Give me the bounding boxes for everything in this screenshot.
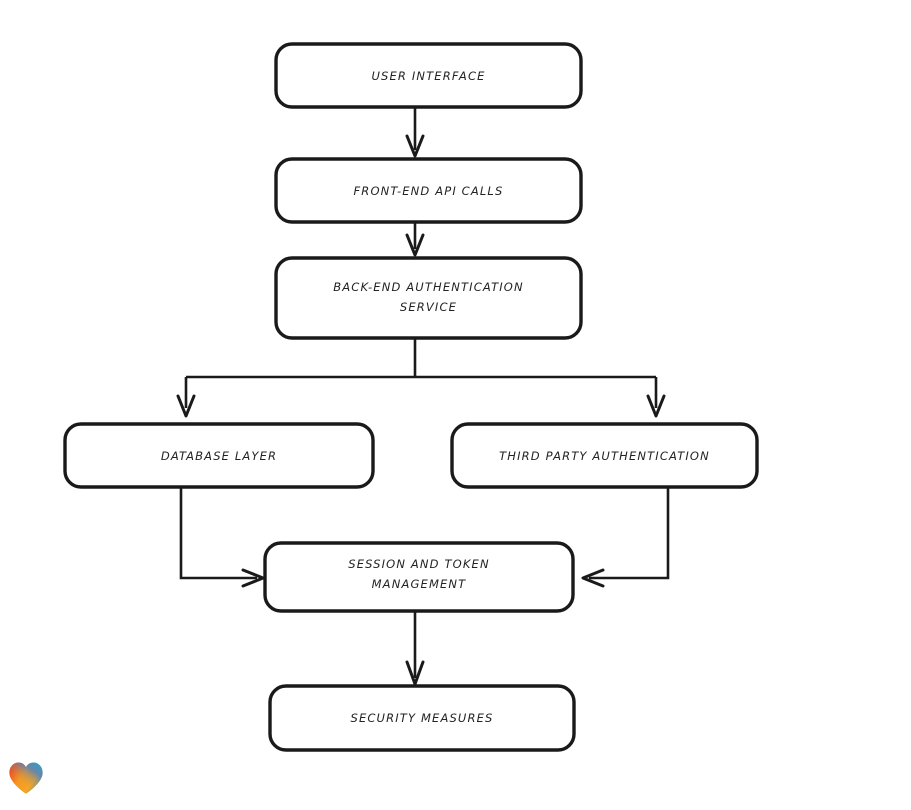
node-user-interface[interactable]: USER INTERFACE — [274, 42, 583, 109]
node-security-measures[interactable]: SECURITY MEASURES — [268, 684, 576, 752]
node-database-layer-label: DATABASE LAYER — [161, 449, 277, 463]
node-third-party-authentication-shape — [450, 422, 759, 489]
edge-backend-to-database — [176, 377, 196, 418]
node-third-party-authentication-label: THIRD PARTY AUTHENTICATION — [499, 449, 710, 463]
edge-ui-to-api — [405, 107, 425, 158]
edge-thirdparty-to-session — [581, 487, 670, 588]
node-front-end-api-calls[interactable]: FRONT-END API CALLS — [274, 157, 583, 224]
node-database-layer-shape — [63, 422, 375, 489]
node-third-party-authentication[interactable]: THIRD PARTY AUTHENTICATION — [450, 422, 759, 489]
heart-watermark — [8, 761, 44, 795]
edge-backend-to-thirdparty — [646, 377, 666, 418]
edge-session-to-security — [405, 611, 425, 686]
node-user-interface-label: USER INTERFACE — [371, 69, 485, 83]
node-back-end-authentication-service-label-line2: SERVICE — [400, 300, 457, 314]
edge-backend-branch-trunk — [186, 338, 656, 379]
node-front-end-api-calls-label: FRONT-END API CALLS — [354, 184, 504, 198]
node-security-measures-shape — [268, 684, 576, 752]
node-back-end-authentication-service[interactable]: BACK-END AUTHENTICATION SERVICE — [274, 256, 583, 340]
node-session-and-token-management[interactable]: SESSION AND TOKEN MANAGEMENT — [263, 541, 575, 613]
node-back-end-authentication-service-label-line1: BACK-END AUTHENTICATION — [333, 280, 524, 294]
heart-icon — [9, 762, 43, 794]
node-user-interface-shape — [274, 42, 583, 109]
node-session-and-token-management-label-line1: SESSION AND TOKEN — [348, 557, 489, 571]
node-security-measures-label: SECURITY MEASURES — [351, 711, 494, 725]
node-front-end-api-calls-shape — [274, 157, 583, 224]
node-database-layer[interactable]: DATABASE LAYER — [63, 422, 375, 489]
node-session-and-token-management-shape — [263, 541, 575, 613]
edge-database-to-session — [179, 487, 265, 588]
node-back-end-authentication-service-shape — [274, 256, 583, 340]
node-session-and-token-management-label-line2: MANAGEMENT — [372, 577, 467, 591]
edge-api-to-backend — [405, 222, 425, 257]
